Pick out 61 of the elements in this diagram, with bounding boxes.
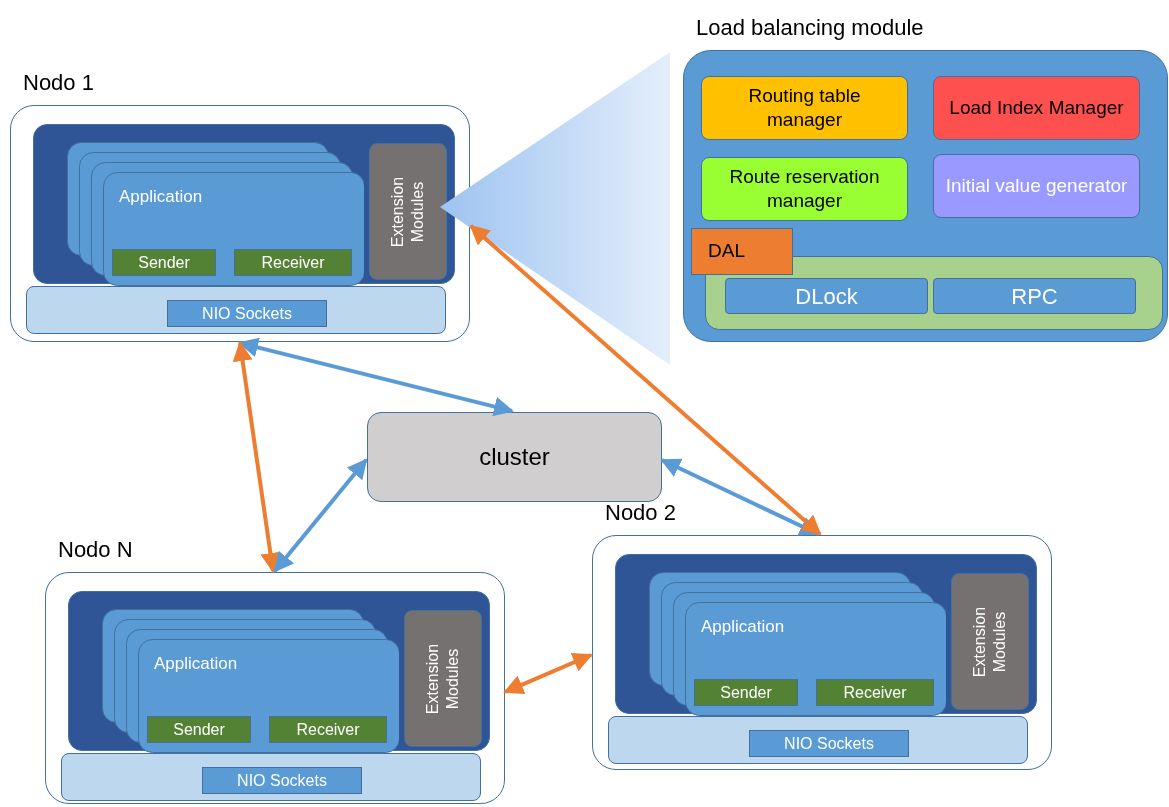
node-label: Application (154, 653, 238, 675)
initial-value-box (933, 154, 1140, 218)
node-title: Nodo 1 (23, 69, 94, 97)
network-layer-bar (61, 753, 481, 801)
sender-box (147, 716, 251, 743)
node-label: Initial value generator (945, 174, 1128, 198)
receiver-box (269, 716, 387, 743)
double-arrow (273, 458, 368, 573)
node-label: DAL (708, 239, 745, 264)
node-label: Receiver (296, 719, 360, 740)
load-index-box (933, 76, 1140, 140)
node-label: RPC (1011, 282, 1058, 311)
runtime-panel (33, 124, 455, 284)
node-label: Sender (173, 719, 225, 740)
node-title: Nodo N (58, 536, 133, 564)
node-label: Routing table manager (747, 84, 862, 132)
node-label: Sender (720, 682, 772, 703)
node-label: Extension Modules (388, 175, 427, 249)
dal-box (691, 228, 793, 275)
node-label: NIO Sockets (784, 733, 874, 754)
node-label: NIO Sockets (202, 303, 292, 324)
network-layer-bar (608, 716, 1028, 764)
rpc-box (933, 278, 1136, 314)
node-label: Load Index Manager (949, 96, 1124, 120)
routing-table-box (701, 76, 908, 140)
nio-sockets-box (167, 300, 327, 327)
dlock-box (725, 278, 928, 314)
double-arrow (503, 652, 593, 695)
extension-modules-box (951, 573, 1029, 710)
nio-sockets-box (202, 767, 362, 794)
node-label: NIO Sockets (237, 770, 327, 791)
node-label: Receiver (843, 682, 907, 703)
dal-panel (705, 256, 1163, 330)
receiver-box (234, 249, 352, 276)
runtime-panel (68, 591, 490, 751)
runtime-panel (615, 554, 1037, 714)
double-arrow (660, 458, 820, 536)
node-title: Nodo 2 (605, 499, 676, 527)
node-label: Sender (138, 252, 190, 273)
sender-box (112, 249, 216, 276)
extension-modules-box (369, 143, 447, 280)
receiver-box (816, 679, 934, 706)
double-arrow (469, 224, 822, 536)
sender-box (694, 679, 798, 706)
node-label: Route reservation manager (728, 165, 881, 213)
node-label: Receiver (261, 252, 325, 273)
node-label: Extension Modules (423, 642, 462, 716)
nio-sockets-box (749, 730, 909, 757)
extension-modules-box (404, 610, 482, 747)
route-reservation-box (701, 157, 908, 221)
node-title: Load balancing module (696, 14, 924, 42)
node-label: DLock (795, 282, 858, 311)
zoom-callout (440, 52, 670, 365)
node-label: Extension Modules (970, 605, 1009, 679)
cluster-box (367, 412, 662, 502)
node-label: Application (701, 616, 785, 638)
double-arrow (238, 337, 514, 417)
network-layer-bar (26, 286, 446, 334)
node-label: cluster (479, 442, 550, 472)
double-arrow (232, 341, 281, 573)
node-label: Application (119, 186, 203, 208)
